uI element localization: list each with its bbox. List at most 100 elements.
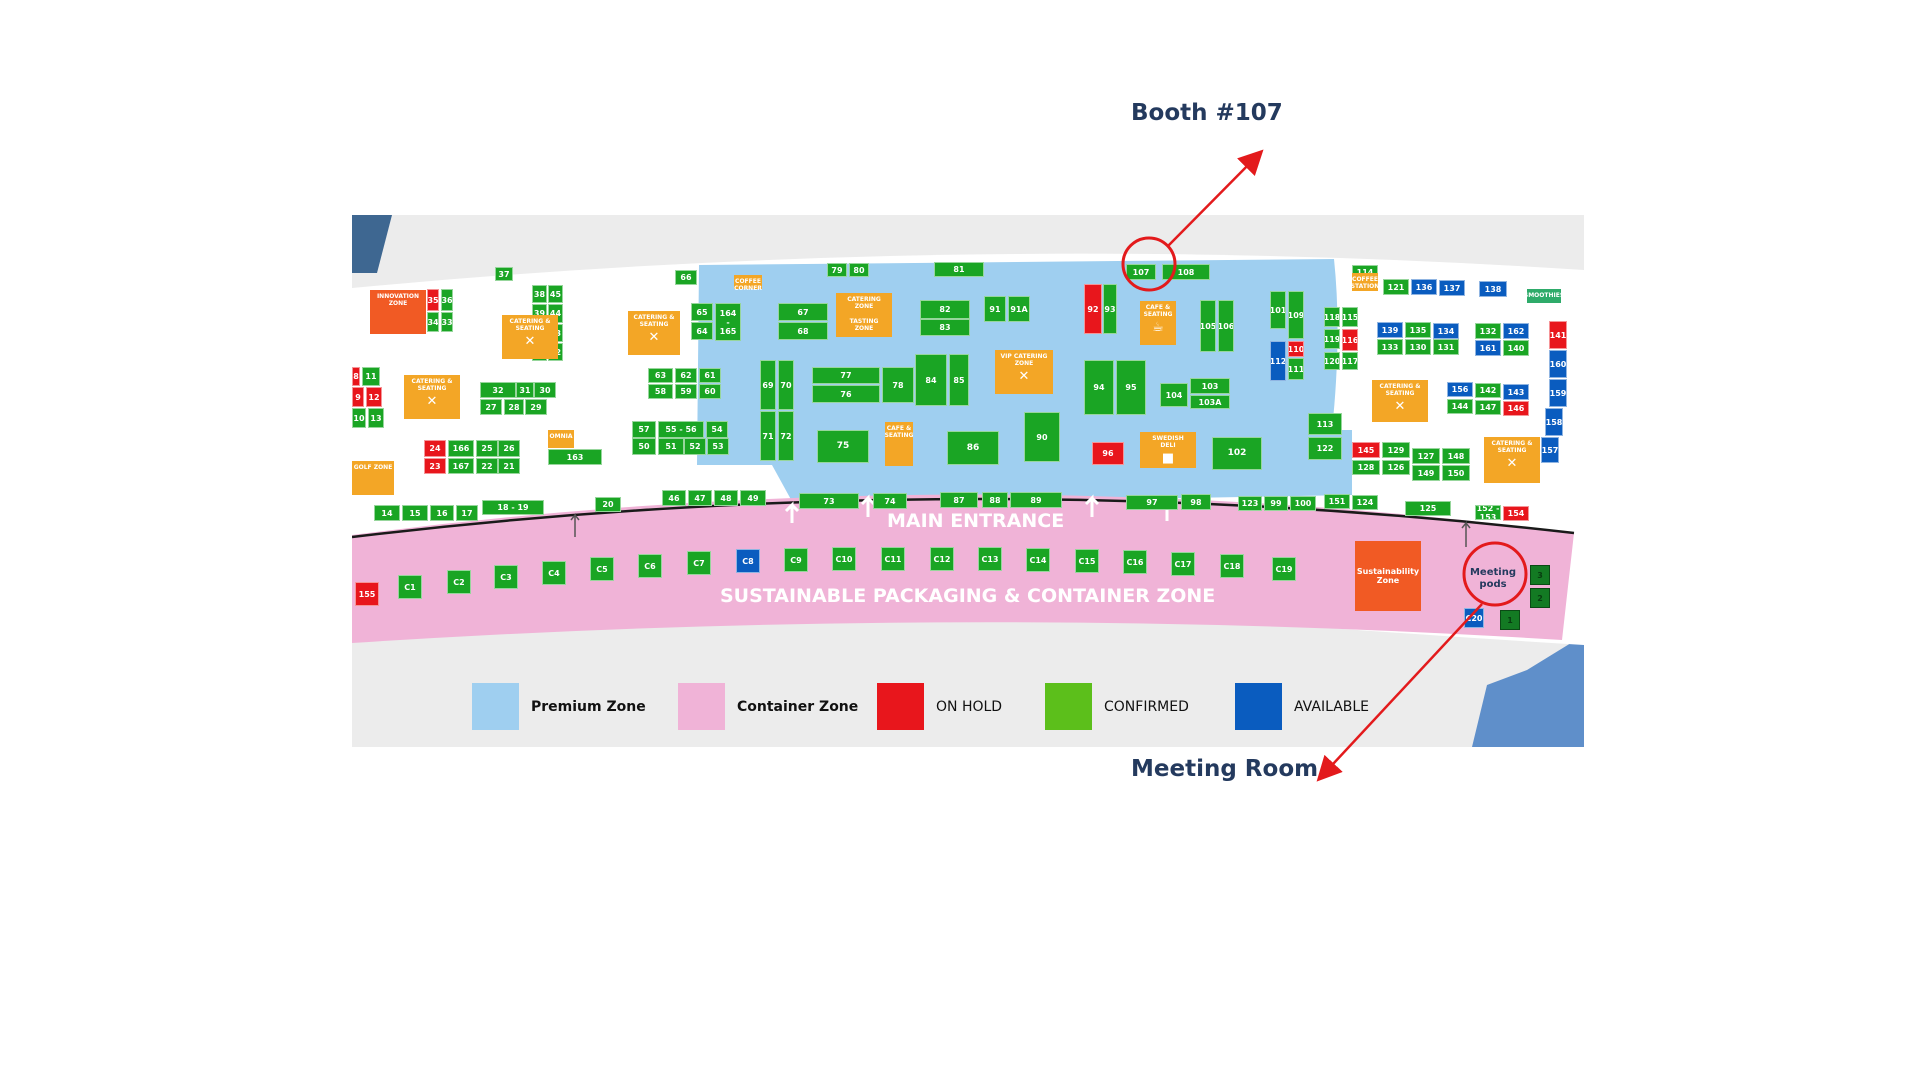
booth-8[interactable]: 8 xyxy=(352,367,360,386)
booth-138[interactable]: 138 xyxy=(1479,281,1507,297)
booth-c18[interactable]: C18 xyxy=(1220,554,1244,578)
booth-71[interactable]: 71 xyxy=(760,411,776,461)
booth-86[interactable]: 86 xyxy=(947,431,999,465)
booth-15[interactable]: 15 xyxy=(402,505,428,521)
booth-60[interactable]: 60 xyxy=(699,384,721,399)
booth-166[interactable]: 166 xyxy=(448,440,474,457)
booth-74[interactable]: 74 xyxy=(873,493,907,509)
booth-145[interactable]: 145 xyxy=(1352,442,1380,458)
booth-58[interactable]: 58 xyxy=(648,384,673,399)
booth-48[interactable]: 48 xyxy=(714,490,738,506)
booth-107[interactable]: 107 xyxy=(1126,264,1156,280)
booth-97[interactable]: 97 xyxy=(1126,495,1178,510)
booth-105[interactable]: 105 xyxy=(1200,300,1216,352)
booth-20[interactable]: 20 xyxy=(595,497,621,512)
booth-85[interactable]: 85 xyxy=(949,354,969,406)
booth-113[interactable]: 113 xyxy=(1308,413,1342,435)
booth-128[interactable]: 128 xyxy=(1352,460,1380,475)
booth-c3[interactable]: C3 xyxy=(494,565,518,589)
booth-155[interactable]: 155 xyxy=(355,582,379,606)
booth-111[interactable]: 111 xyxy=(1288,358,1304,380)
booth-50[interactable]: 50 xyxy=(632,438,656,455)
booth-142[interactable]: 142 xyxy=(1475,383,1501,398)
booth-122[interactable]: 122 xyxy=(1308,437,1342,460)
booth-c8[interactable]: C8 xyxy=(736,549,760,573)
booth-95[interactable]: 95 xyxy=(1116,360,1146,415)
booth-92[interactable]: 92 xyxy=(1084,284,1102,334)
booth-52[interactable]: 52 xyxy=(684,438,706,455)
booth-c2[interactable]: C2 xyxy=(447,570,471,594)
booth-141[interactable]: 141 xyxy=(1549,321,1567,349)
booth-69[interactable]: 69 xyxy=(760,360,776,410)
booth-72[interactable]: 72 xyxy=(778,411,794,461)
booth-70[interactable]: 70 xyxy=(778,360,794,410)
booth-127[interactable]: 127 xyxy=(1412,448,1440,464)
booth-103[interactable]: 103 xyxy=(1190,378,1230,394)
booth-59[interactable]: 59 xyxy=(675,384,697,399)
booth-80[interactable]: 80 xyxy=(849,263,869,277)
booth-87[interactable]: 87 xyxy=(940,492,978,508)
booth-11[interactable]: 11 xyxy=(362,367,380,386)
booth-167[interactable]: 167 xyxy=(448,458,474,474)
booth-2[interactable]: 2 xyxy=(1530,588,1550,608)
booth-144[interactable]: 144 xyxy=(1447,399,1473,414)
booth-91a[interactable]: 91A xyxy=(1008,296,1030,322)
booth-93[interactable]: 93 xyxy=(1103,284,1117,334)
booth-112[interactable]: 112 xyxy=(1270,341,1286,381)
booth-103a[interactable]: 103A xyxy=(1190,395,1230,409)
booth-13[interactable]: 13 xyxy=(368,408,384,428)
booth-31[interactable]: 31 xyxy=(516,382,534,398)
booth-81[interactable]: 81 xyxy=(934,262,984,277)
booth-77[interactable]: 77 xyxy=(812,367,880,384)
booth-108[interactable]: 108 xyxy=(1162,264,1210,280)
booth-38[interactable]: 38 xyxy=(532,285,547,303)
booth-c14[interactable]: C14 xyxy=(1026,548,1050,572)
booth-c6[interactable]: C6 xyxy=(638,554,662,578)
booth-73[interactable]: 73 xyxy=(799,493,859,509)
booth-94[interactable]: 94 xyxy=(1084,360,1114,415)
booth-109[interactable]: 109 xyxy=(1288,291,1304,339)
booth-47[interactable]: 47 xyxy=(688,490,712,506)
booth-89[interactable]: 89 xyxy=(1010,492,1062,508)
booth-30[interactable]: 30 xyxy=(534,382,556,398)
booth-c9[interactable]: C9 xyxy=(784,548,808,572)
booth-143[interactable]: 143 xyxy=(1503,384,1529,400)
booth-c19[interactable]: C19 xyxy=(1272,557,1296,581)
booth-21[interactable]: 21 xyxy=(498,458,520,474)
booth-120[interactable]: 120 xyxy=(1324,352,1340,370)
booth-75[interactable]: 75 xyxy=(817,430,869,463)
booth-98[interactable]: 98 xyxy=(1181,494,1211,510)
booth-152-153[interactable]: 152 - 153 xyxy=(1475,505,1501,520)
booth-c12[interactable]: C12 xyxy=(930,547,954,571)
booth-67[interactable]: 67 xyxy=(778,303,828,321)
booth-163[interactable]: 163 xyxy=(548,449,602,465)
booth-32[interactable]: 32 xyxy=(480,382,516,398)
booth-64[interactable]: 64 xyxy=(691,322,713,340)
booth-1[interactable]: 1 xyxy=(1500,610,1520,630)
booth-130[interactable]: 130 xyxy=(1405,339,1431,355)
booth-25[interactable]: 25 xyxy=(476,440,498,457)
booth-17[interactable]: 17 xyxy=(456,505,478,521)
booth-135[interactable]: 135 xyxy=(1405,322,1431,338)
booth-26[interactable]: 26 xyxy=(498,440,520,457)
booth-55-56[interactable]: 55 - 56 xyxy=(658,421,704,438)
booth-134[interactable]: 134 xyxy=(1433,323,1459,339)
booth-136[interactable]: 136 xyxy=(1411,279,1437,295)
booth-51[interactable]: 51 xyxy=(658,438,684,455)
booth-102[interactable]: 102 xyxy=(1212,437,1262,470)
booth-10[interactable]: 10 xyxy=(352,408,366,428)
booth-49[interactable]: 49 xyxy=(740,490,766,506)
booth-c20[interactable]: C20 xyxy=(1464,608,1484,628)
booth-28[interactable]: 28 xyxy=(504,399,524,415)
booth-158[interactable]: 158 xyxy=(1545,408,1563,436)
booth-106[interactable]: 106 xyxy=(1218,300,1234,352)
booth-9[interactable]: 9 xyxy=(352,387,364,407)
booth-c17[interactable]: C17 xyxy=(1171,552,1195,576)
booth-24[interactable]: 24 xyxy=(424,440,446,457)
booth-132[interactable]: 132 xyxy=(1475,323,1501,339)
booth-115[interactable]: 115 xyxy=(1342,307,1358,327)
booth-137[interactable]: 137 xyxy=(1439,280,1465,296)
booth-100[interactable]: 100 xyxy=(1290,496,1316,511)
booth-c1[interactable]: C1 xyxy=(398,575,422,599)
booth-36[interactable]: 36 xyxy=(441,289,453,311)
